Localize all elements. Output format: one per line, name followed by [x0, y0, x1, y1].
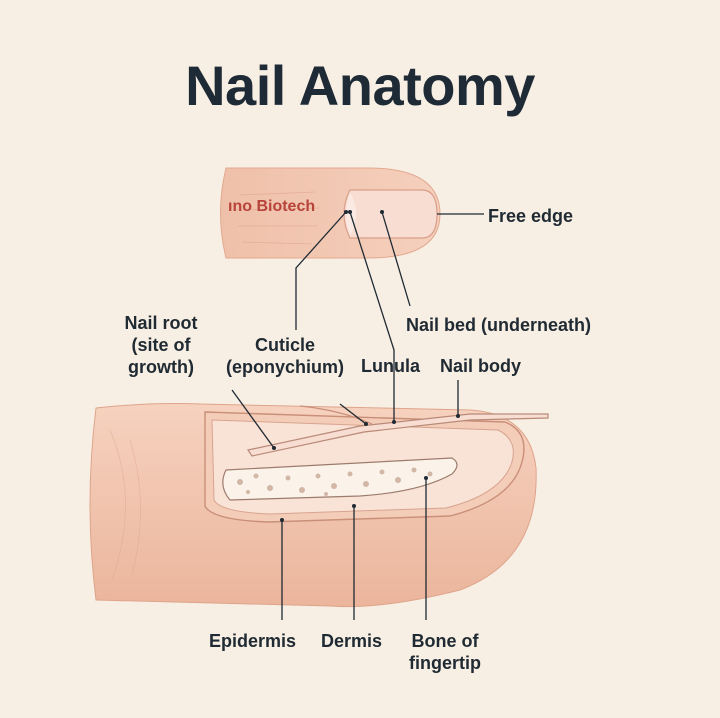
label-nail-root: Nail root (site of growth) [124, 313, 198, 377]
label-epidermis: Epidermis [209, 631, 297, 651]
watermark-text: ıno Biotech [228, 198, 316, 215]
nail-root-leader [231, 389, 275, 449]
lunula-leader [349, 211, 395, 422]
page-title: Nail Anatomy [185, 54, 535, 117]
label-lunula: Lunula [361, 356, 420, 376]
label-cuticle: Cuticle (eponychium) [225, 335, 344, 377]
label-free-edge: Free edge [488, 206, 574, 226]
label-nail-bed: Nail bed (underneath) [406, 315, 592, 335]
cuticle-leader-2 [339, 403, 367, 425]
nail-bed-leader [381, 211, 411, 307]
leader-dots [272, 210, 460, 522]
fingertip-top-view [220, 167, 441, 259]
label-bone: Bone of fingertip [409, 631, 481, 673]
bone-shape [222, 457, 458, 501]
nail-plate-section [247, 413, 549, 457]
nail-plate-top [343, 189, 438, 239]
finger-cross-section [89, 403, 549, 608]
label-nail-body: Nail body [440, 356, 522, 376]
leader-lines [231, 211, 484, 620]
label-dermis: Dermis [321, 631, 383, 651]
cuticle-leader [295, 211, 347, 330]
